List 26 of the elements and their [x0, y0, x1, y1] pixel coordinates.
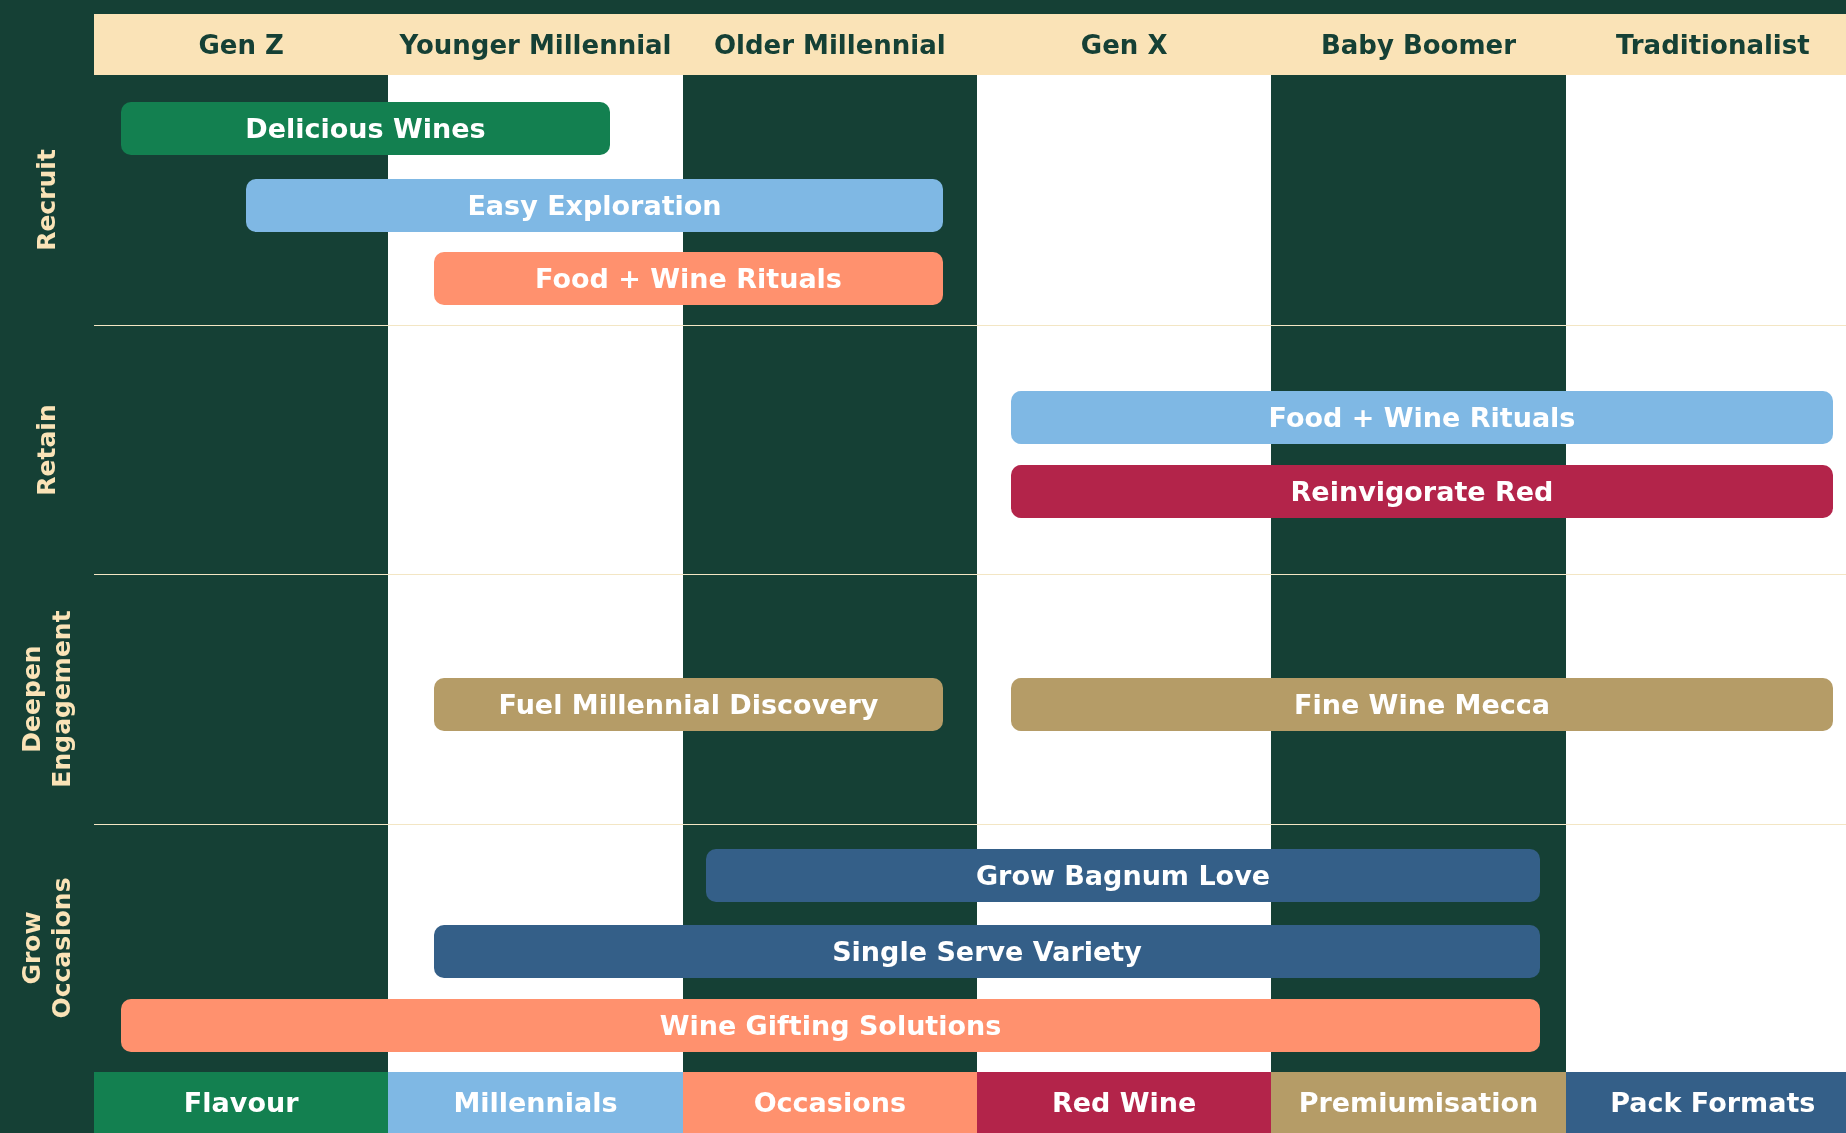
initiative-bar: Single Serve Variety: [434, 925, 1540, 978]
row-label: Retain: [31, 402, 62, 498]
initiative-bar: Food + Wine Rituals: [434, 252, 943, 305]
legend-swatch: Millennials: [388, 1072, 683, 1133]
initiative-bar: Grow Bagnum Love: [706, 849, 1540, 902]
initiative-bar: Delicious Wines: [121, 102, 610, 155]
initiative-bar: Fine Wine Mecca: [1011, 678, 1833, 731]
initiative-bar: Easy Exploration: [246, 179, 943, 232]
legend-swatch: Premiumisation: [1271, 1072, 1566, 1133]
column-header: Gen Z: [197, 28, 285, 62]
row-label: Grow Occasions: [16, 876, 77, 1021]
initiative-bar: Food + Wine Rituals: [1011, 391, 1833, 444]
initiative-bar: Wine Gifting Solutions: [121, 999, 1540, 1052]
legend-swatch: Red Wine: [977, 1072, 1272, 1133]
column-header: Older Millennial: [712, 28, 947, 62]
row-label: Recruit: [31, 148, 62, 253]
initiative-bar: Reinvigorate Red: [1011, 465, 1833, 518]
column-header: Gen X: [1079, 28, 1169, 62]
column-header: Baby Boomer: [1319, 28, 1517, 62]
row-label: Deepen Engagement: [16, 609, 77, 790]
legend-swatch: Flavour: [94, 1072, 389, 1133]
column-header: Younger Millennial: [398, 28, 673, 62]
legend-swatch: Pack Formats: [1565, 1072, 1846, 1133]
legend-swatch: Occasions: [682, 1072, 977, 1133]
column-header: Traditionalist: [1614, 28, 1811, 62]
initiative-bar: Fuel Millennial Discovery: [434, 678, 943, 731]
